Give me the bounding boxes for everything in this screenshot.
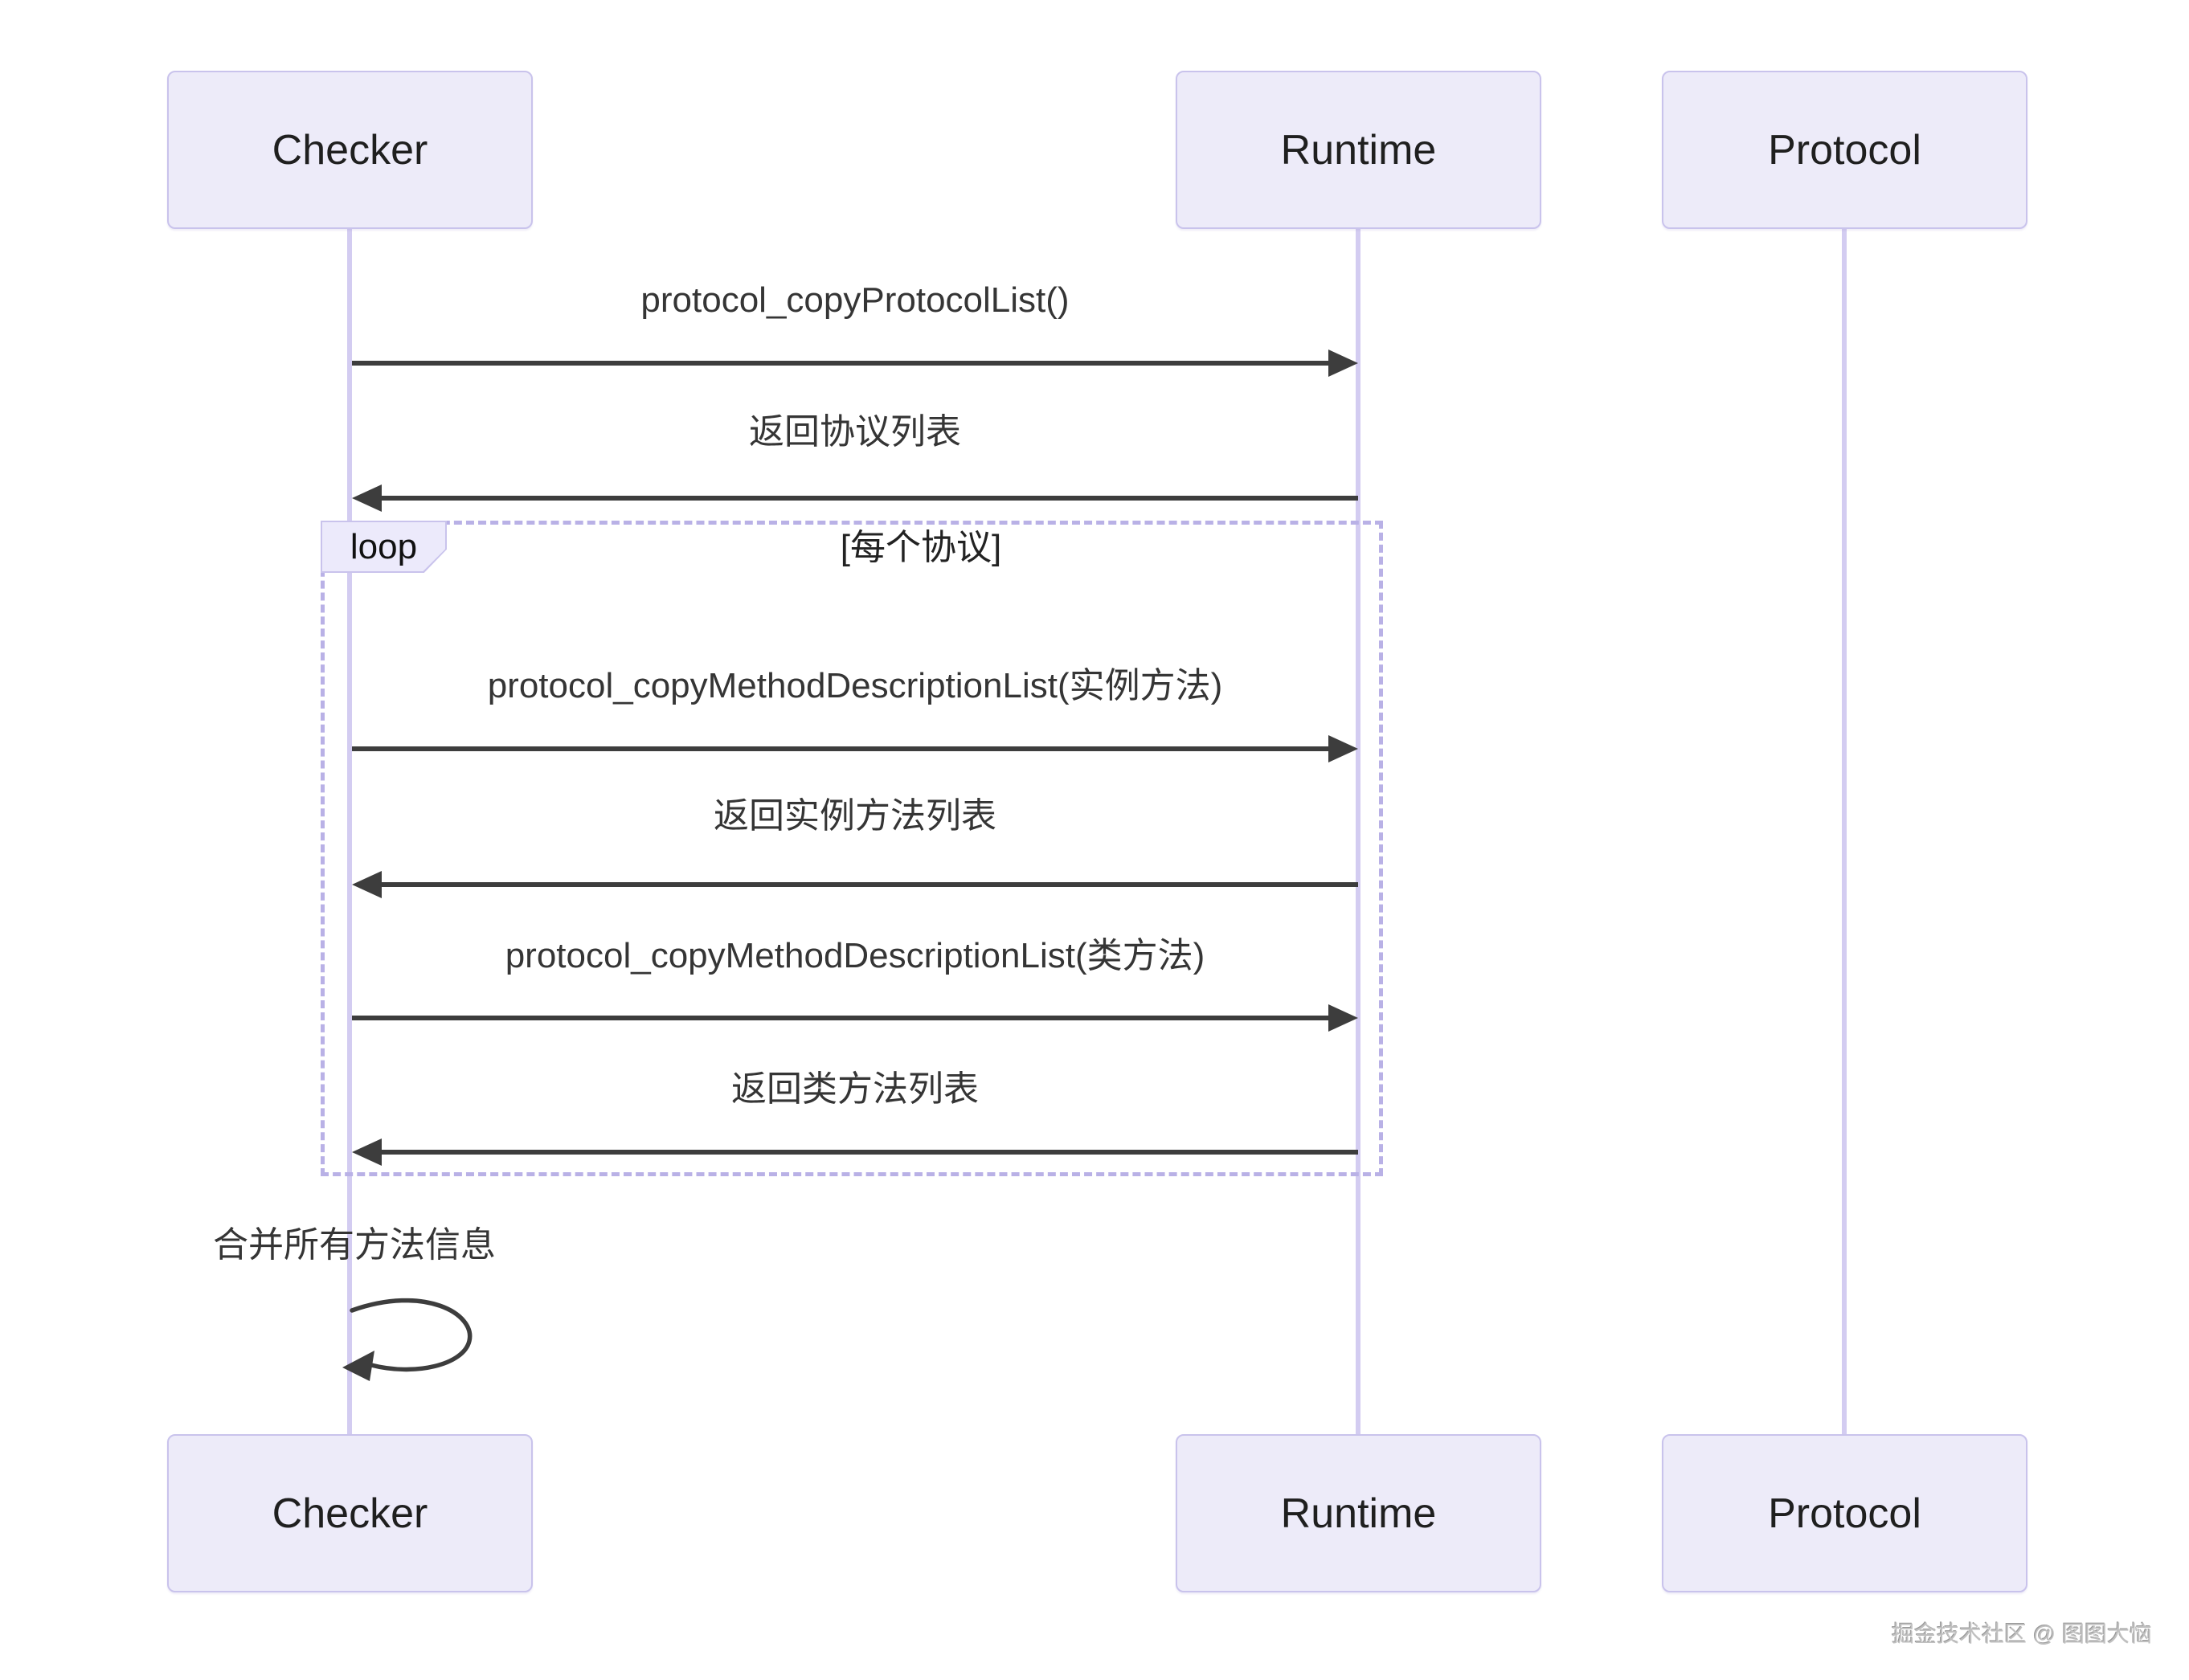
message-label-return-protocol-list: 返回协议列表 [749, 412, 961, 452]
message-label-copy-instance-methods: protocol_copyMethodDescriptionList(实例方法) [487, 666, 1223, 705]
message-arrow-copy-class-methods [352, 1004, 1358, 1032]
loop-tag: loop [321, 521, 447, 573]
message-arrow-return-protocol-list [352, 484, 1358, 512]
actor-protocol-bottom-label: Protocol [1768, 1490, 1921, 1537]
actor-checker-bottom-label: Checker [272, 1490, 428, 1537]
actor-protocol-bottom: Protocol [1662, 1434, 2027, 1592]
message-label-return-instance-methods: 返回实例方法列表 [714, 796, 996, 836]
message-label-return-class-methods: 返回类方法列表 [731, 1069, 979, 1109]
watermark-text: 掘金技术社区 @ 图图大恼 [1892, 1621, 2152, 1646]
actor-runtime-bottom-label: Runtime [1280, 1490, 1437, 1537]
message-arrow-return-class-methods [352, 1138, 1358, 1166]
message-arrow-copy-instance-methods [352, 735, 1358, 762]
message-label-copy-class-methods: protocol_copyMethodDescriptionList(类方法) [505, 936, 1205, 975]
actor-checker-top: Checker [167, 71, 533, 229]
lifeline-checker [347, 229, 352, 1434]
message-arrow-return-instance-methods [352, 871, 1358, 898]
loop-frame [321, 521, 1383, 1176]
actor-protocol-top-label: Protocol [1768, 126, 1921, 174]
actor-runtime-top-label: Runtime [1280, 126, 1437, 174]
actor-checker-top-label: Checker [272, 126, 428, 174]
actor-runtime-bottom: Runtime [1176, 1434, 1541, 1592]
loop-tag-label: loop [322, 522, 445, 571]
actor-runtime-top: Runtime [1176, 71, 1541, 229]
message-arrow-copy-protocol-list [352, 349, 1358, 377]
loop-condition-label: [每个协议] [840, 528, 1002, 567]
self-message-loop-arrow [342, 1298, 473, 1381]
actor-protocol-top: Protocol [1662, 71, 2027, 229]
message-label-copy-protocol-list: protocol_copyProtocolList() [640, 280, 1070, 320]
self-message-label-merge-methods: 合并所有方法信息 [213, 1225, 496, 1265]
actor-checker-bottom: Checker [167, 1434, 533, 1592]
lifeline-protocol [1842, 229, 1847, 1434]
lifeline-runtime [1356, 229, 1360, 1434]
